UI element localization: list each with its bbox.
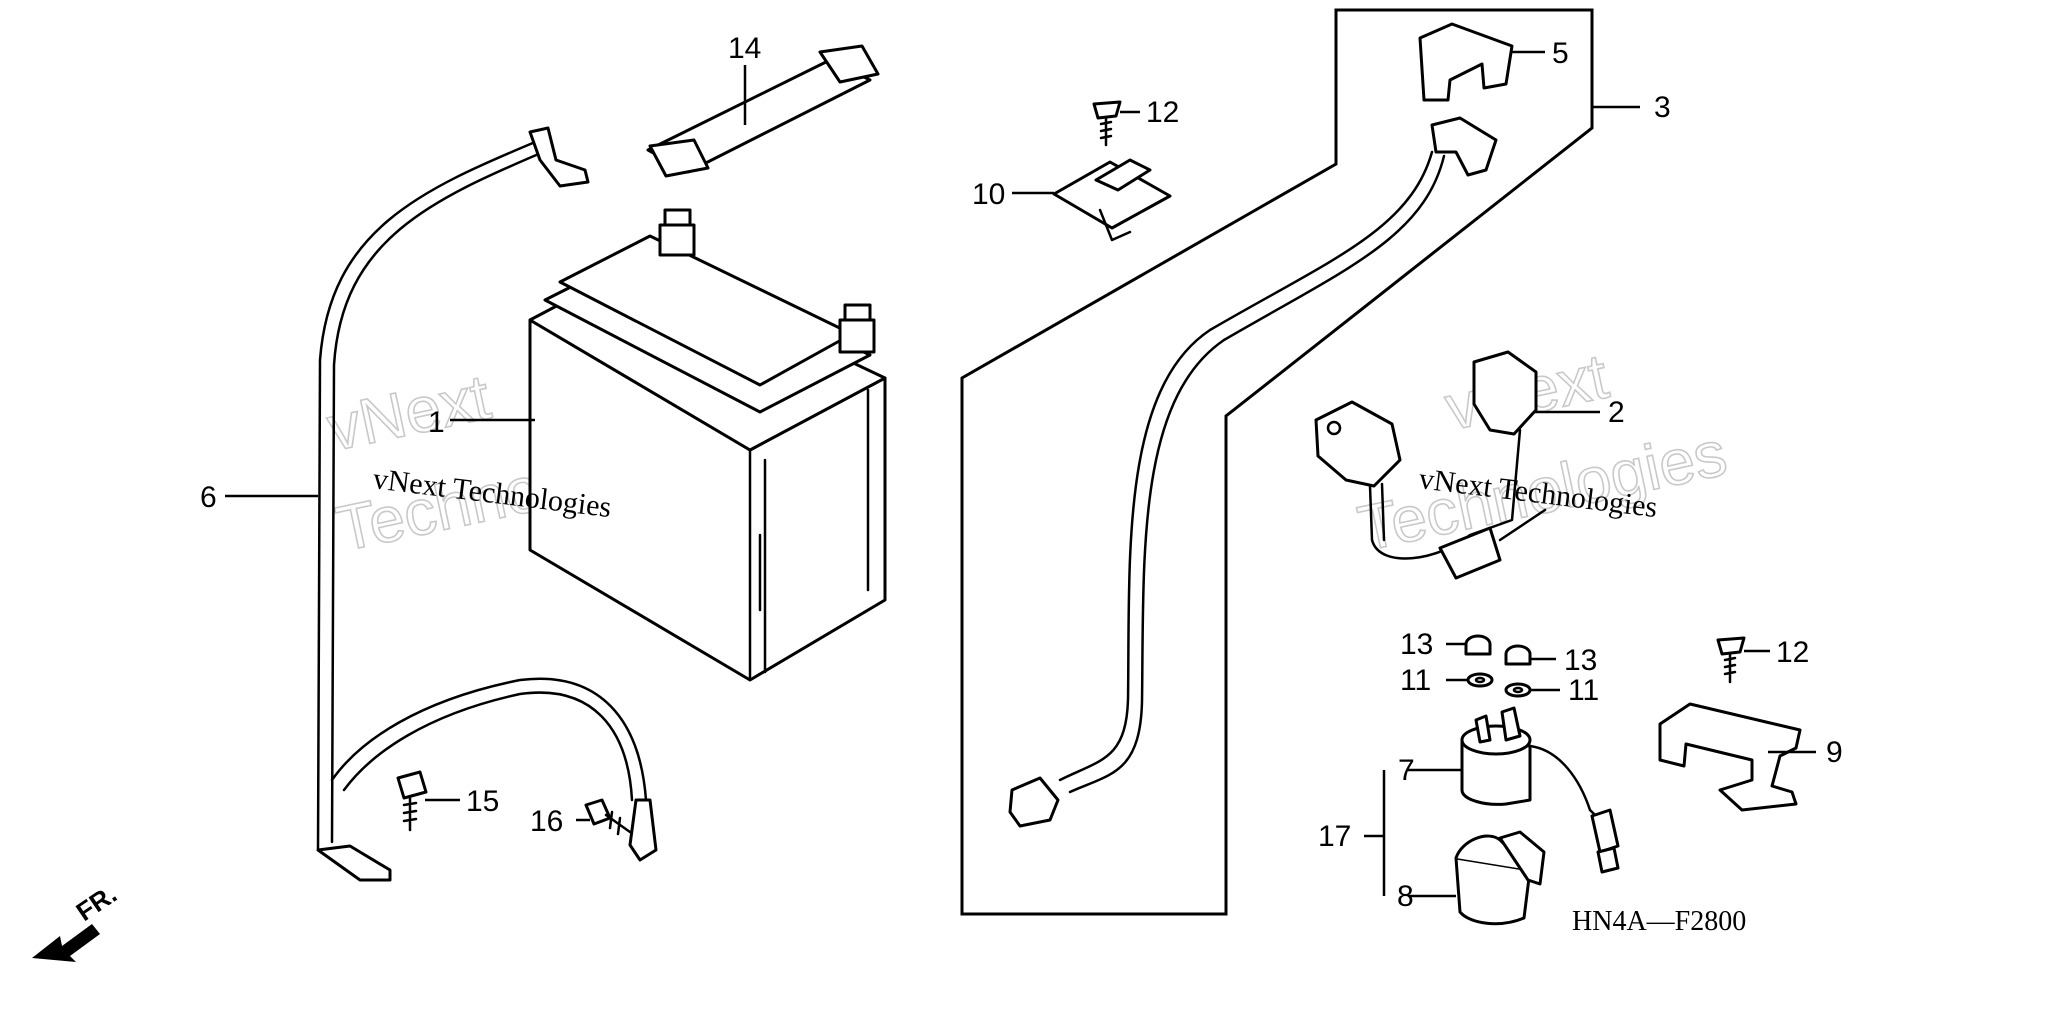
callout-14: 14 [728,32,761,65]
callout-17: 17 [1318,820,1351,853]
front-label: FR. [71,879,123,927]
front-arrow: FR. [32,879,122,962]
callout-15: 15 [466,785,499,818]
screw-12-top [1092,100,1122,147]
battery-strap [646,44,880,178]
callout-12-top: 12 [1146,96,1179,129]
relay-bracket-9 [1658,702,1802,812]
battery [528,208,887,682]
starter-relay-7 [1460,706,1620,874]
screw-12-right [1716,636,1746,684]
callout-3: 3 [1654,91,1671,124]
bolt-16 [584,798,632,836]
diagram-code: HN4A—F2800 [1572,906,1746,937]
watermark-top-text: vNext [321,360,496,464]
callout-7: 7 [1398,754,1415,787]
callout-16: 16 [530,805,563,838]
callout-8: 8 [1397,880,1414,913]
nut-13-left [1464,634,1492,656]
callout-11-right: 11 [1568,674,1599,707]
callout-10: 10 [972,178,1005,211]
callout-13-right: 13 [1564,644,1597,677]
terminal-cover-5 [1418,22,1514,102]
callout-1: 1 [428,406,445,439]
cable-assembly-frame [960,8,1594,916]
callout-2: 2 [1608,396,1625,429]
relay-cover-8 [1454,830,1546,926]
callout-12-right: 12 [1776,636,1809,669]
callout-5: 5 [1552,37,1569,70]
clamp-10 [1052,158,1172,242]
leader-lines [225,50,1816,898]
callout-9: 9 [1826,736,1843,769]
nut-13-right [1504,644,1532,666]
relay-lead-2 [1314,350,1547,580]
ground-cable [316,126,658,882]
callout-6: 6 [200,481,217,514]
washer-11-right [1504,682,1532,698]
callout-13-left: 13 [1400,628,1433,661]
bolt-15 [396,770,428,832]
washer-11-left [1466,672,1494,688]
starter-cable [1008,116,1498,828]
callout-11-left: 11 [1400,664,1431,697]
